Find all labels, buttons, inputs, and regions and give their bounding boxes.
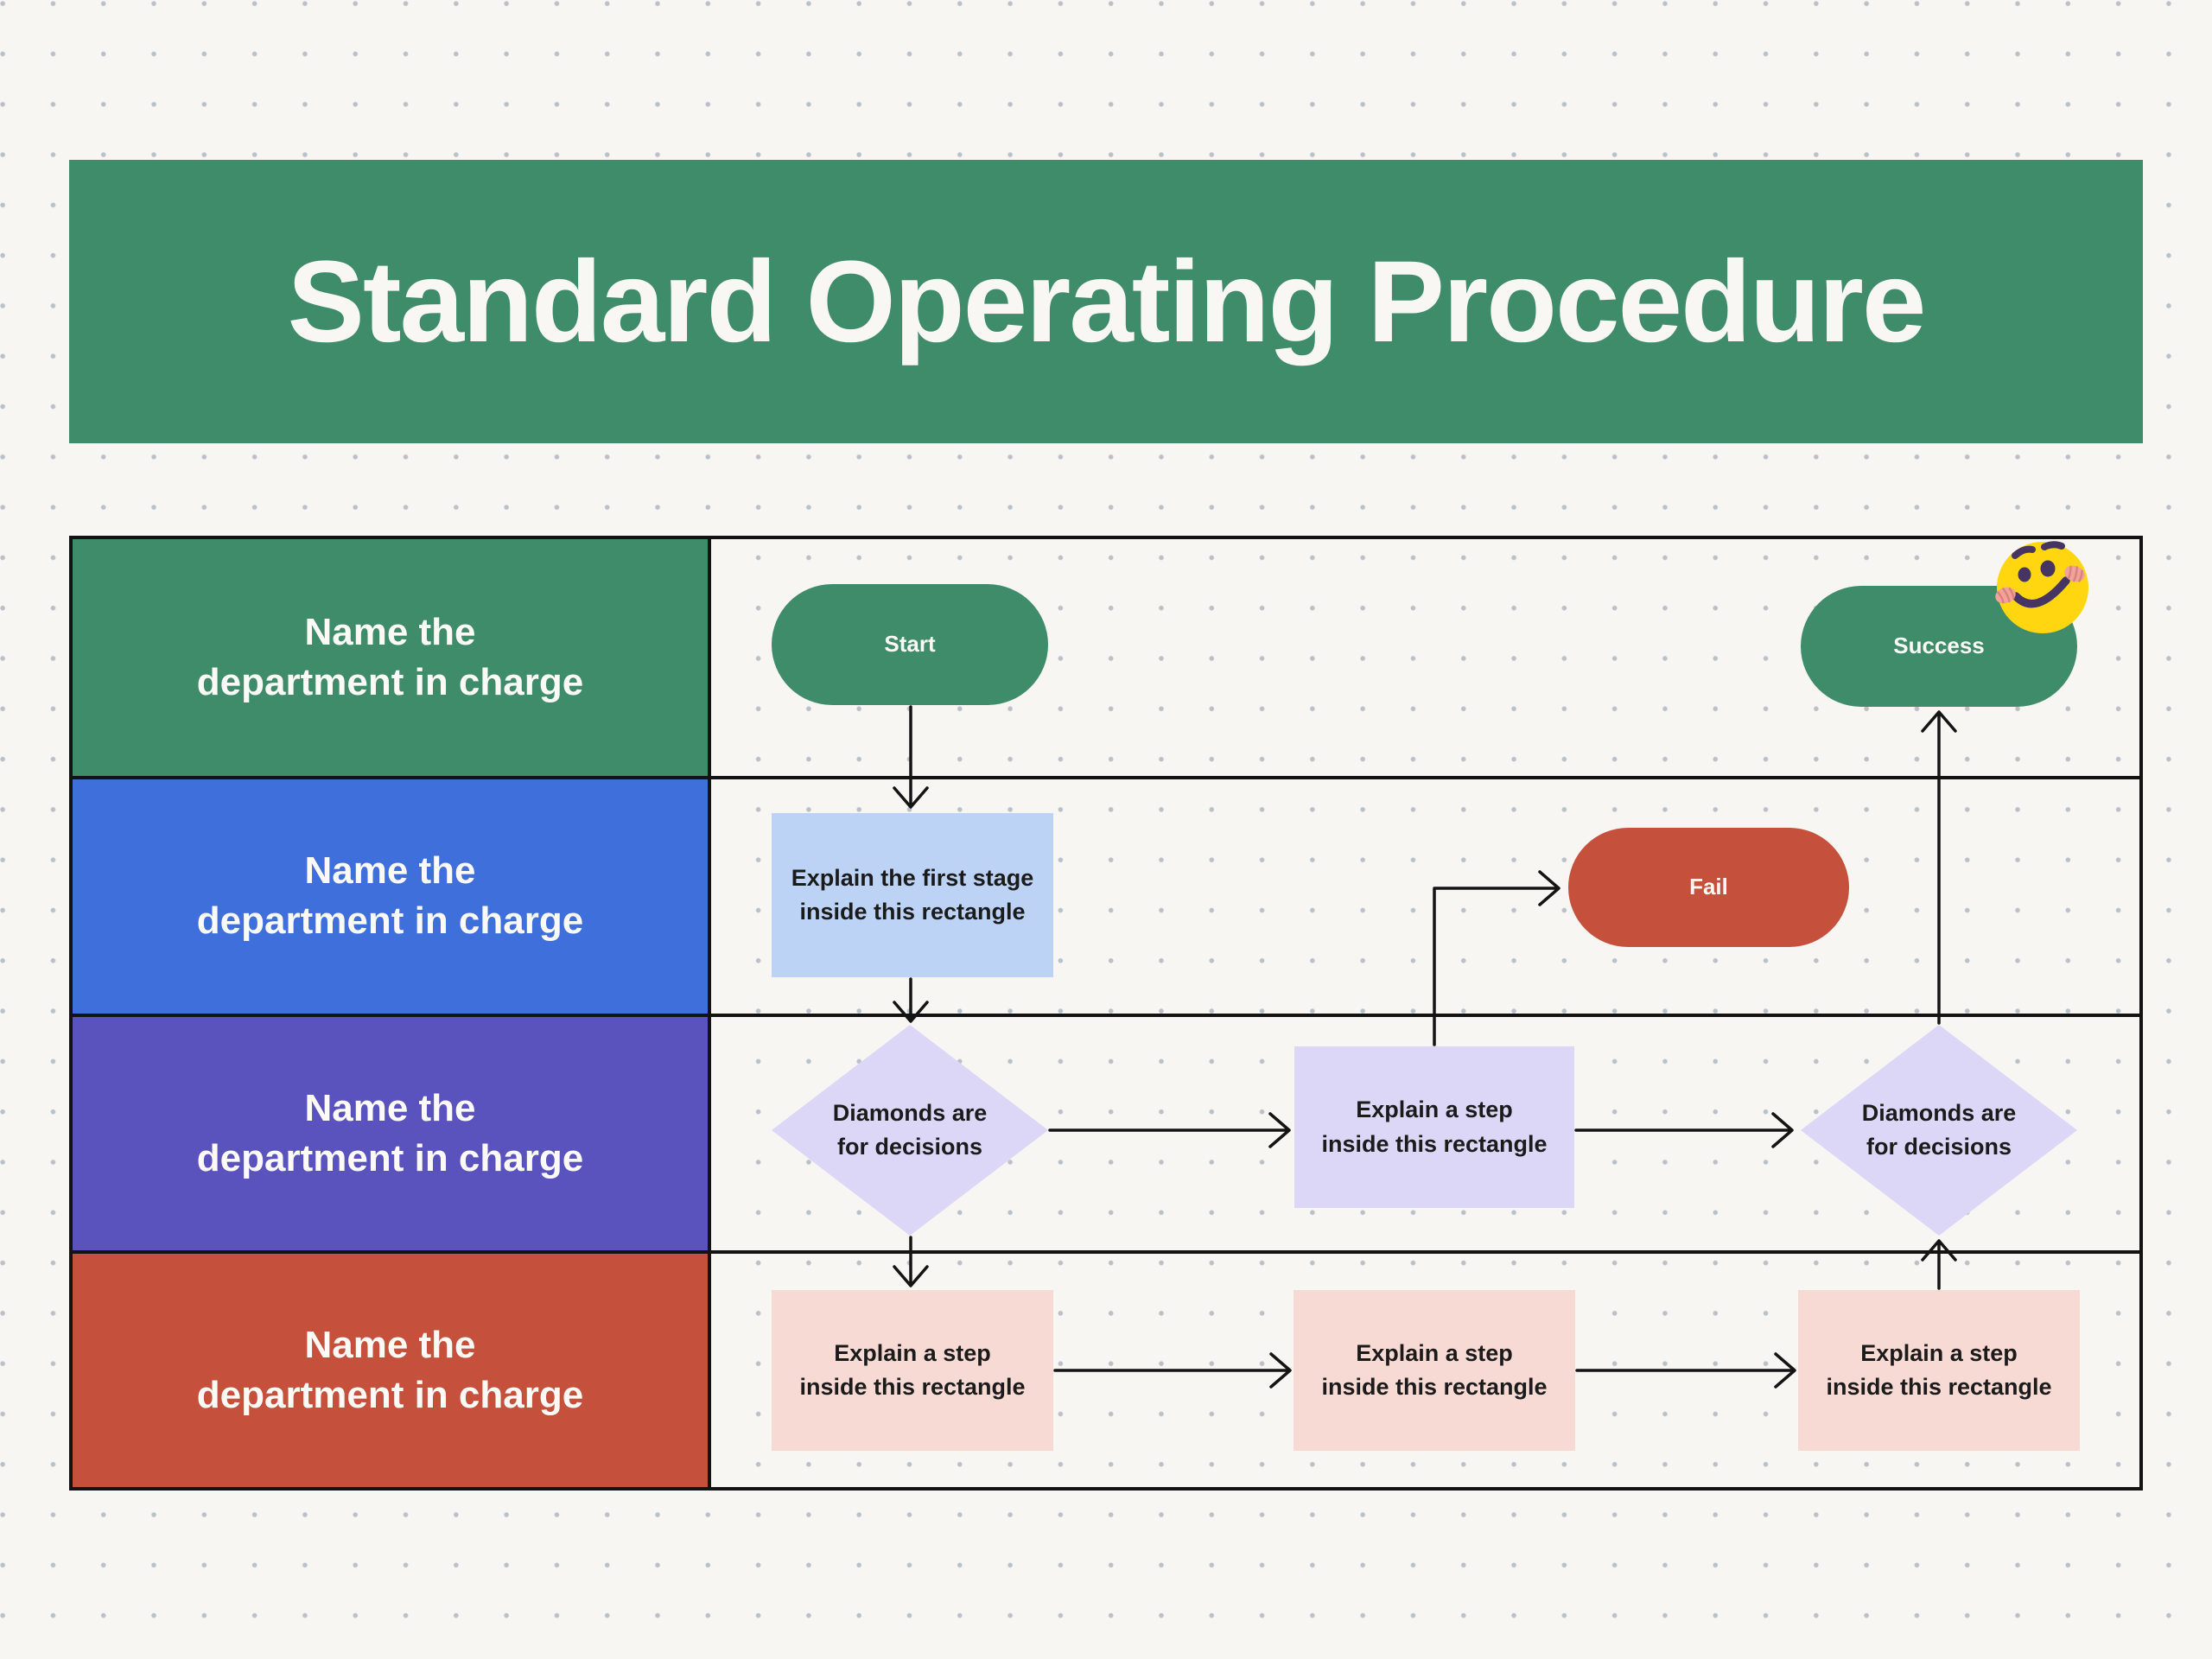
start-label: Start: [884, 631, 936, 658]
process-text: Explain a step: [1860, 1339, 2018, 1366]
step-box-3[interactable]: Explain a step inside this rectangle: [1798, 1290, 2080, 1451]
lane-label-text: department in charge: [196, 1373, 584, 1416]
process-text: inside this rectangle: [1321, 1374, 1548, 1400]
lane-row-4: Name the department in charge: [73, 1249, 2139, 1487]
lane-label-text: Name the: [304, 1323, 476, 1366]
process-text: Explain the first stage: [791, 864, 1034, 891]
connector-step1-to-step2[interactable]: [1053, 1352, 1292, 1389]
lane-row-1: Name the department in charge: [73, 539, 2139, 777]
connector-decision1-to-step-mid[interactable]: [1048, 1112, 1291, 1148]
lane-label-3[interactable]: Name the department in charge: [73, 1016, 711, 1250]
step-box-1[interactable]: Explain a step inside this rectangle: [772, 1290, 1053, 1451]
lane-label-text: department in charge: [196, 899, 584, 943]
smiley-face-emoji-icon[interactable]: [1991, 536, 2094, 639]
lane-label-4[interactable]: Name the department in charge: [73, 1253, 711, 1487]
lane-label-text: Name the: [304, 849, 476, 893]
fail-label: Fail: [1689, 874, 1728, 900]
page-title[interactable]: Standard Operating Procedure: [287, 237, 1927, 366]
lane-label-text: department in charge: [196, 1136, 584, 1179]
process-text: Explain a step: [1356, 1096, 1513, 1123]
connector-decision1-to-step1[interactable]: [893, 1236, 929, 1287]
connector-stage1-to-decision1[interactable]: [893, 977, 929, 1023]
process-text: Explain a step: [1356, 1339, 1513, 1366]
decision-text: Diamonds are: [832, 1099, 988, 1126]
process-text: inside this rectangle: [1321, 1130, 1548, 1157]
connector-step-mid-to-fail[interactable]: [1433, 870, 1560, 1046]
process-text: Explain a step: [834, 1339, 991, 1366]
connector-decision2-to-success[interactable]: [1921, 710, 1957, 1025]
lane-label-1[interactable]: Name the department in charge: [73, 539, 711, 777]
lane-row-2: Name the department in charge: [73, 776, 2139, 1014]
middle-process-box[interactable]: Explain a step inside this rectangle: [1294, 1046, 1574, 1208]
success-label: Success: [1893, 632, 1985, 659]
process-text: inside this rectangle: [799, 1374, 1026, 1400]
step-box-2[interactable]: Explain a step inside this rectangle: [1294, 1290, 1575, 1451]
connector-step2-to-step3[interactable]: [1575, 1352, 1796, 1389]
lane-label-text: department in charge: [196, 661, 584, 704]
connector-step-mid-to-decision2[interactable]: [1574, 1112, 1794, 1148]
title-banner[interactable]: Standard Operating Procedure: [69, 160, 2143, 443]
decision-text: for decisions: [1866, 1134, 2012, 1160]
process-text: inside this rectangle: [799, 899, 1026, 925]
lane-label-text: Name the: [304, 1086, 476, 1129]
decision-text: for decisions: [836, 1134, 983, 1160]
first-stage-process-box[interactable]: Explain the first stage inside this rect…: [772, 813, 1053, 977]
start-terminator[interactable]: Start: [772, 584, 1048, 705]
swimlane-table[interactable]: Name the department in charge Name the d…: [69, 536, 2143, 1491]
lane-row-3: Name the department in charge: [73, 1013, 2139, 1250]
connector-step3-to-decision2[interactable]: [1921, 1239, 1957, 1290]
connector-start-to-stage1[interactable]: [893, 705, 929, 809]
fail-terminator[interactable]: Fail: [1568, 828, 1849, 947]
lane-label-text: Name the: [304, 611, 476, 654]
process-text: inside this rectangle: [1826, 1374, 2052, 1400]
decision-text: Diamonds are: [1861, 1099, 2017, 1126]
lane-label-2[interactable]: Name the department in charge: [73, 779, 711, 1014]
